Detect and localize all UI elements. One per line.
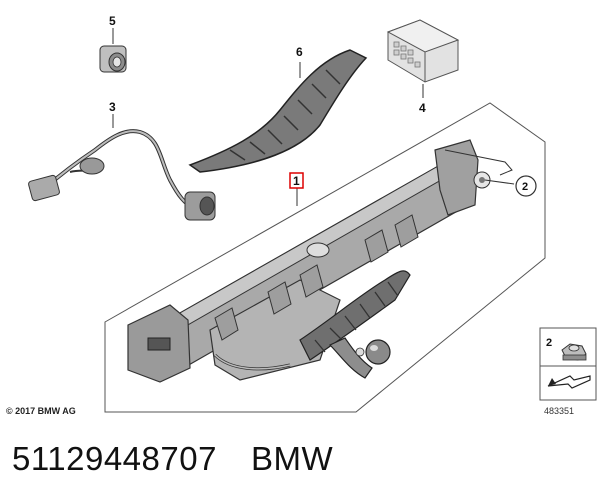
callout-2: 2 <box>522 181 528 193</box>
callout-4: 4 <box>419 101 426 115</box>
callout-2-circle <box>515 175 537 197</box>
bolt-icon <box>306 242 330 258</box>
part-6-wiring-cover[interactable] <box>188 49 368 173</box>
callout-3: 3 <box>109 100 116 114</box>
nut-icon <box>561 343 587 361</box>
brand-name: BMW <box>250 440 334 477</box>
callout-1: 1 <box>293 174 300 188</box>
part-5-grommet[interactable] <box>99 28 127 73</box>
part-3-wiring-harness[interactable] <box>28 114 216 221</box>
copyright-notice: © 2017 BMW AG <box>6 406 76 416</box>
part-caption: 51129448707 BMW <box>12 440 333 478</box>
diagram-id: 483351 <box>544 406 575 416</box>
part-4-control-unit[interactable] <box>386 19 460 98</box>
parts-diagram: 5 3 6 4 1 <box>28 14 597 413</box>
legend-number-2: 2 <box>546 337 552 349</box>
legend-box: 2 <box>539 327 597 401</box>
callout-6: 6 <box>296 45 303 59</box>
callout-1-box <box>289 172 304 189</box>
callout-5: 5 <box>109 14 116 28</box>
assembly-frame <box>104 102 546 413</box>
part-number: 51129448707 <box>12 440 217 477</box>
part-1-trailer-hitch[interactable] <box>127 139 513 383</box>
tow-ball-icon[interactable] <box>328 337 391 379</box>
arrow-icon <box>547 375 591 389</box>
